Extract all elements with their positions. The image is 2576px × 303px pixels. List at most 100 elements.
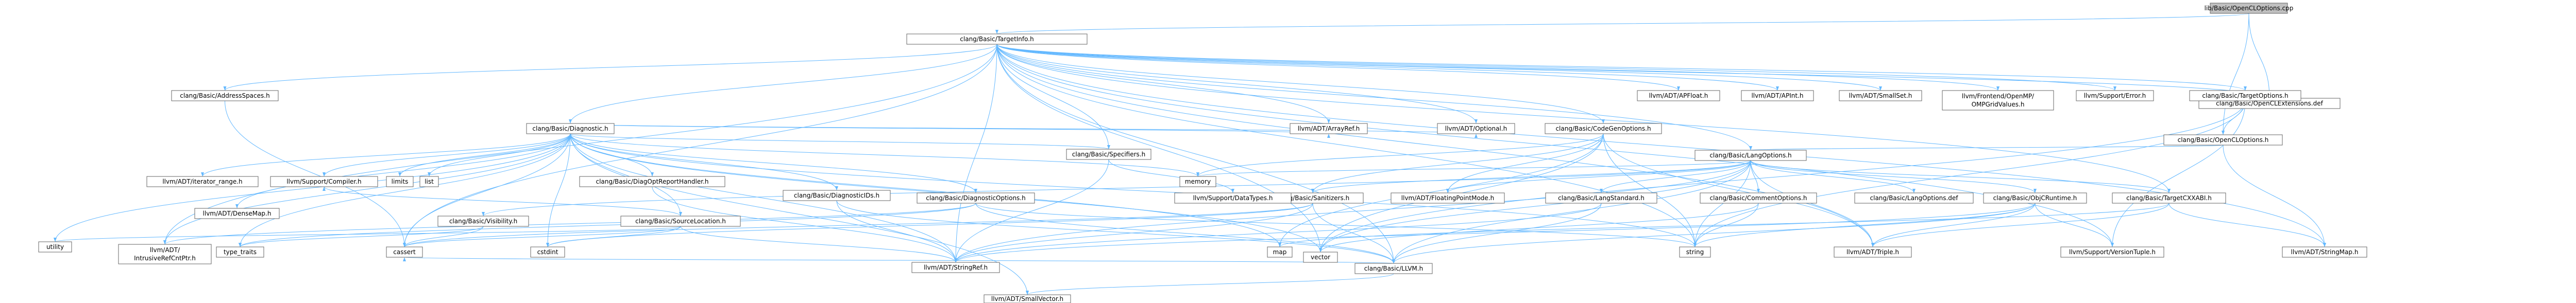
node-LangOptions[interactable]: clang/Basic/LangOptions.h [1694,150,1807,161]
node-label: llvm/ADT/StringMap.h [2291,248,2359,256]
node-APFloat[interactable]: llvm/ADT/APFloat.h [1637,90,1720,101]
node-ObjCRuntime[interactable]: clang/Basic/ObjCRuntime.h [1983,192,2087,204]
node-box [2163,134,2283,146]
node-label: llvm/Support/DataTypes.h [1193,194,1273,202]
node-root[interactable]: lib/Basic/OpenCLOptions.cpp [2205,3,2294,14]
edge-LangOptions-to-LangStandard [1601,160,1751,193]
node-ArrayRef[interactable]: llvm/ADT/ArrayRef.h [1290,123,1368,134]
node-string[interactable]: string [1679,246,1711,258]
node-memory[interactable]: memory [1179,176,1216,187]
edge-arrowhead [2111,243,2114,247]
node-VersionTuple[interactable]: llvm/Support/VersionTuple.h [2060,246,2164,258]
node-map[interactable]: map [1267,246,1293,258]
edge-OpenCLOptions-to-LangOptions [1750,145,2224,151]
node-box [917,192,1035,204]
node-box [171,90,279,101]
node-StringMap[interactable]: llvm/ADT/StringMap.h [2282,246,2367,258]
node-FloatingPoint[interactable]: llvm/ADT/FloatingPointMode.h [1391,192,1505,204]
edge-TargetInfo-to-ArrayRef [996,44,1329,124]
node-label: llvm/ADT/StringRef.h [924,264,988,271]
edge-TargetInfo-to-TargetCXXABI [996,44,2170,193]
node-OpenMP[interactable]: llvm/Frontend/OpenMP/OMPGridValues.h [1942,90,2054,111]
node-LangOptionsDef[interactable]: clang/Basic/LangOptions.def [1854,192,1974,204]
node-DataTypes[interactable]: llvm/Support/DataTypes.h [1174,192,1292,204]
node-cstdint[interactable]: cstdint [530,246,565,258]
edge-arrowhead [239,243,242,247]
node-Triple[interactable]: llvm/ADT/Triple.h [1834,246,1912,258]
node-box [2189,90,2301,101]
node-Visibility[interactable]: clang/Basic/Visibility.h [437,216,529,227]
node-vector[interactable]: vector [1303,252,1338,263]
node-box [579,176,725,187]
node-Diagnostic[interactable]: clang/Basic/Diagnostic.h [526,123,615,134]
node-TargetInfo[interactable]: clang/Basic/TargetInfo.h [906,33,1088,45]
edge-arrowhead [1392,259,1395,263]
node-limits[interactable]: limits [386,176,414,187]
node-Specifiers[interactable]: clang/Basic/Specifiers.h [1066,149,1151,160]
node-IntrusiveRefCntPtr[interactable]: llvm/ADT/IntrusiveRefCntPtr.h [118,244,212,264]
edge-DiagnosticOptions-to-IntrusiveRefCntPtr [164,203,976,245]
edge-ObjCRuntime-to-string [1694,203,2036,247]
edge-arrowhead [1879,86,1882,91]
edge-DiagnosticOptions-to-type_traits [240,203,976,247]
node-box [1834,246,1912,258]
node-LangStandard[interactable]: clang/Basic/LangStandard.h [1545,192,1657,204]
node-box [1174,192,1292,204]
node-box [146,176,259,187]
node-label: clang/Basic/DiagOptReportHandler.h [596,178,708,185]
edge-TargetInfo-to-Diagnostic [570,44,997,124]
node-label: llvm/ADT/APFloat.h [1649,92,1708,99]
edge-arrowhead [163,240,166,244]
edge-TargetInfo-to-IntrusiveRefCntPtr [164,44,997,245]
edge-TargetInfo-to-vector [996,44,1321,253]
node-SmallSet[interactable]: llvm/ADT/SmallSet.h [1839,90,1922,101]
node-label: clang/Basic/LLVM.h [1364,265,1423,272]
node-iterator_range[interactable]: llvm/ADT/iterator_range.h [146,176,259,187]
node-Compiler[interactable]: llvm/Support/Compiler.h [270,176,378,187]
node-APInt[interactable]: llvm/ADT/APInt.h [1741,90,1814,101]
node-label: clang/Basic/OpenCLOptions.h [2178,136,2269,144]
node-label: llvm/ADT/IntrusiveRefCntPtr.h [134,246,196,262]
edge-DiagnosticIDs-to-StringRef [836,200,956,263]
node-utility[interactable]: utility [38,241,72,253]
node-SourceLocation[interactable]: clang/Basic/SourceLocation.h [620,216,741,227]
node-label: llvm/ADT/SmallVector.h [991,295,1063,302]
edge-LangOptions-to-Visibility [483,160,1751,217]
edge-SourceLocation-to-utility [55,226,681,242]
edge-DiagnosticOptions-to-string [975,203,1696,247]
node-type_traits[interactable]: type_traits [216,246,264,258]
node-DiagnosticIDs[interactable]: clang/Basic/DiagnosticIDs.h [783,190,891,201]
node-CommentOptions[interactable]: clang/Basic/CommentOptions.h [1700,192,1817,204]
node-label: memory [1185,178,1211,185]
node-AddressSpaces[interactable]: clang/Basic/AddressSpaces.h [171,90,279,101]
node-CodeGenOptions[interactable]: clang/Basic/CodeGenOptions.h [1545,123,1662,134]
node-DiagnosticOptions[interactable]: clang/Basic/DiagnosticOptions.h [917,192,1035,204]
node-OpenCLOptions[interactable]: clang/Basic/OpenCLOptions.h [2163,134,2283,146]
edge-arrowhead [1319,248,1322,252]
node-DenseMap[interactable]: llvm/ADT/DenseMap.h [194,208,280,219]
node-list[interactable]: list [419,176,439,187]
node-TargetOptions[interactable]: clang/Basic/TargetOptions.h [2189,90,2301,101]
node-Optional[interactable]: llvm/ADT/Optional.h [1437,123,1515,134]
node-label: llvm/ADT/SmallSet.h [1849,92,1912,99]
edge-TargetInfo-to-cassert [404,44,997,247]
node-Error[interactable]: llvm/Support/Error.h [2076,90,2154,101]
node-DiagOptsHandler[interactable]: clang/Basic/DiagOptReportHandler.h [579,176,725,187]
edge-TargetCXXABI-to-Triple [1872,203,2170,247]
edge-TargetInfo-to-VersionTuple [996,44,2113,247]
edge-arrowhead [1693,243,1697,247]
edge-arrowhead [1602,119,1605,123]
node-TargetCXXABI[interactable]: clang/Basic/TargetCXXABI.h [2112,192,2226,204]
node-label: llvm/ADT/iterator_range.h [162,178,242,185]
node-box [906,33,1088,45]
edge-Diagnostic-to-ArrayRef [570,123,1329,134]
node-LLVM[interactable]: clang/Basic/LLVM.h [1354,263,1433,274]
node-StringRef[interactable]: llvm/ADT/StringRef.h [911,262,1000,273]
node-cassert[interactable]: cassert [386,246,423,258]
node-SmallVector[interactable]: llvm/ADT/SmallVector.h [984,294,1071,303]
node-label: clang/Basic/DiagnosticIDs.h [794,192,879,199]
edge-Diagnostic-to-type_traits [240,133,571,247]
edge-TargetInfo-to-OpenMP [996,44,1998,91]
edge-ObjCRuntime-to-Triple [1872,203,2036,247]
edge-TargetInfo-to-Triple [996,44,1873,247]
